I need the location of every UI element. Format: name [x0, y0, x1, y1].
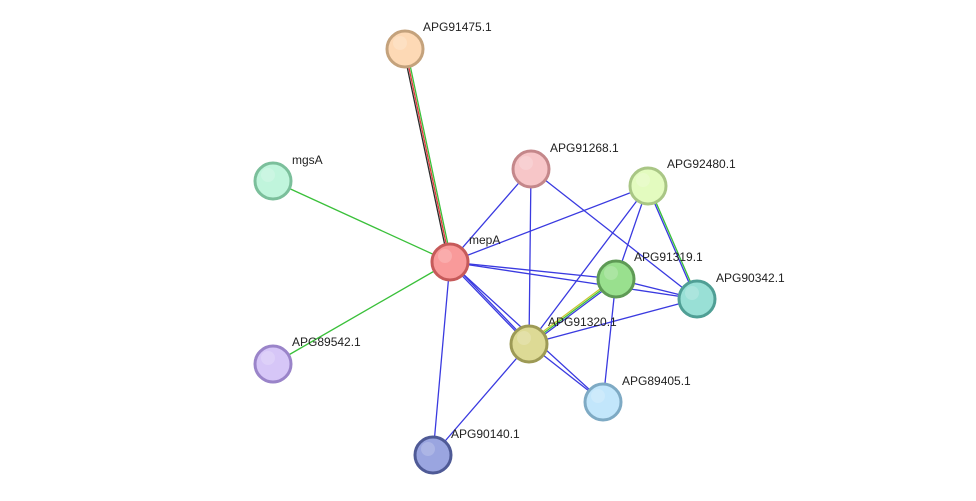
node-highlight [261, 168, 275, 182]
node-label: mepA [469, 233, 500, 247]
edge-APG91320.1-APG90140.1 [432, 343, 530, 456]
node-circle[interactable] [511, 149, 551, 189]
edge-line [449, 261, 698, 300]
edge-line [272, 180, 451, 263]
node-APG91319.1[interactable]: APG91319.1 [596, 250, 703, 299]
edge-mepA-APG91268.1 [449, 168, 532, 263]
nodes-layer: mepA APG91475.1 mgsA APG89542.1 APG91268.1AP… [253, 20, 785, 475]
node-APG91268.1[interactable]: APG91268.1 [511, 141, 619, 189]
node-highlight [591, 389, 605, 403]
node-label: APG89405.1 [622, 374, 691, 388]
node-circle[interactable] [253, 344, 293, 384]
node-circle[interactable] [430, 242, 470, 282]
node-highlight [261, 351, 275, 365]
edge-line [528, 298, 698, 345]
node-APG91320.1[interactable]: APG91320.1 [509, 315, 617, 364]
node-circle[interactable] [253, 161, 293, 201]
edge-mepA-mgsA [272, 180, 451, 263]
edge-line [432, 343, 530, 456]
edge-mepA-APG91319.1 [449, 261, 617, 280]
node-label: APG92480.1 [667, 157, 736, 171]
edge-line [530, 168, 698, 300]
node-highlight [517, 331, 531, 345]
edge-APG92480.1-APG90342.1 [646, 185, 699, 300]
node-circle[interactable] [596, 259, 636, 299]
edge-line [602, 278, 617, 403]
node-APG90342.1[interactable]: APG90342.1 [677, 271, 785, 319]
node-mepA[interactable]: mepA [430, 233, 500, 282]
edge-APG91319.1-APG89405.1 [602, 278, 617, 403]
node-APG89405.1[interactable]: APG89405.1 [583, 374, 691, 422]
node-label: APG90140.1 [451, 427, 520, 441]
edge-APG91320.1-APG90342.1 [528, 298, 698, 345]
node-mgsA[interactable]: mgsA [253, 153, 323, 201]
edge-line [432, 261, 451, 456]
edge-line [646, 185, 697, 300]
node-label: mgsA [292, 153, 323, 167]
node-label: APG91319.1 [634, 250, 703, 264]
edge-line [404, 48, 451, 263]
edge-mepA-APG90342.1 [449, 261, 698, 300]
node-highlight [604, 266, 618, 280]
node-highlight [393, 36, 407, 50]
node-highlight [438, 249, 452, 263]
node-circle[interactable] [413, 435, 453, 475]
node-circle[interactable] [677, 279, 717, 319]
node-circle[interactable] [385, 29, 425, 69]
edge-line [528, 185, 649, 345]
node-label: APG91475.1 [423, 20, 492, 34]
edge-line [402, 48, 450, 263]
edge-mepA-APG89542.1 [272, 261, 451, 365]
edge-line [528, 168, 532, 345]
node-label: APG90342.1 [716, 271, 785, 285]
node-APG92480.1[interactable]: APG92480.1 [628, 157, 736, 206]
edge-mepA-APG91475.1 [402, 48, 453, 263]
edge-mepA-APG90140.1 [432, 261, 451, 456]
node-circle[interactable] [628, 166, 668, 206]
edge-mepA-APG92480.1 [449, 185, 649, 263]
node-circle[interactable] [583, 382, 623, 422]
edge-APG91268.1-APG90342.1 [530, 168, 698, 300]
node-label: APG91320.1 [548, 315, 617, 329]
edge-APG91268.1-APG91320.1 [528, 168, 532, 345]
node-highlight [685, 286, 699, 300]
edge-line [405, 48, 453, 263]
edge-line [449, 168, 532, 263]
edge-line [449, 261, 617, 280]
edge-line [449, 185, 649, 263]
edge-APG92480.1-APG91320.1 [528, 185, 649, 345]
node-highlight [636, 173, 650, 187]
node-label: APG91268.1 [550, 141, 619, 155]
node-circle[interactable] [509, 324, 549, 364]
node-highlight [519, 156, 533, 170]
node-APG89542.1[interactable]: APG89542.1 [253, 335, 361, 384]
node-APG91475.1[interactable]: APG91475.1 [385, 20, 492, 69]
edge-line [272, 261, 451, 365]
edge-line [648, 185, 699, 300]
node-label: APG89542.1 [292, 335, 361, 349]
node-highlight [421, 442, 435, 456]
node-APG90140.1[interactable]: APG90140.1 [413, 427, 520, 475]
